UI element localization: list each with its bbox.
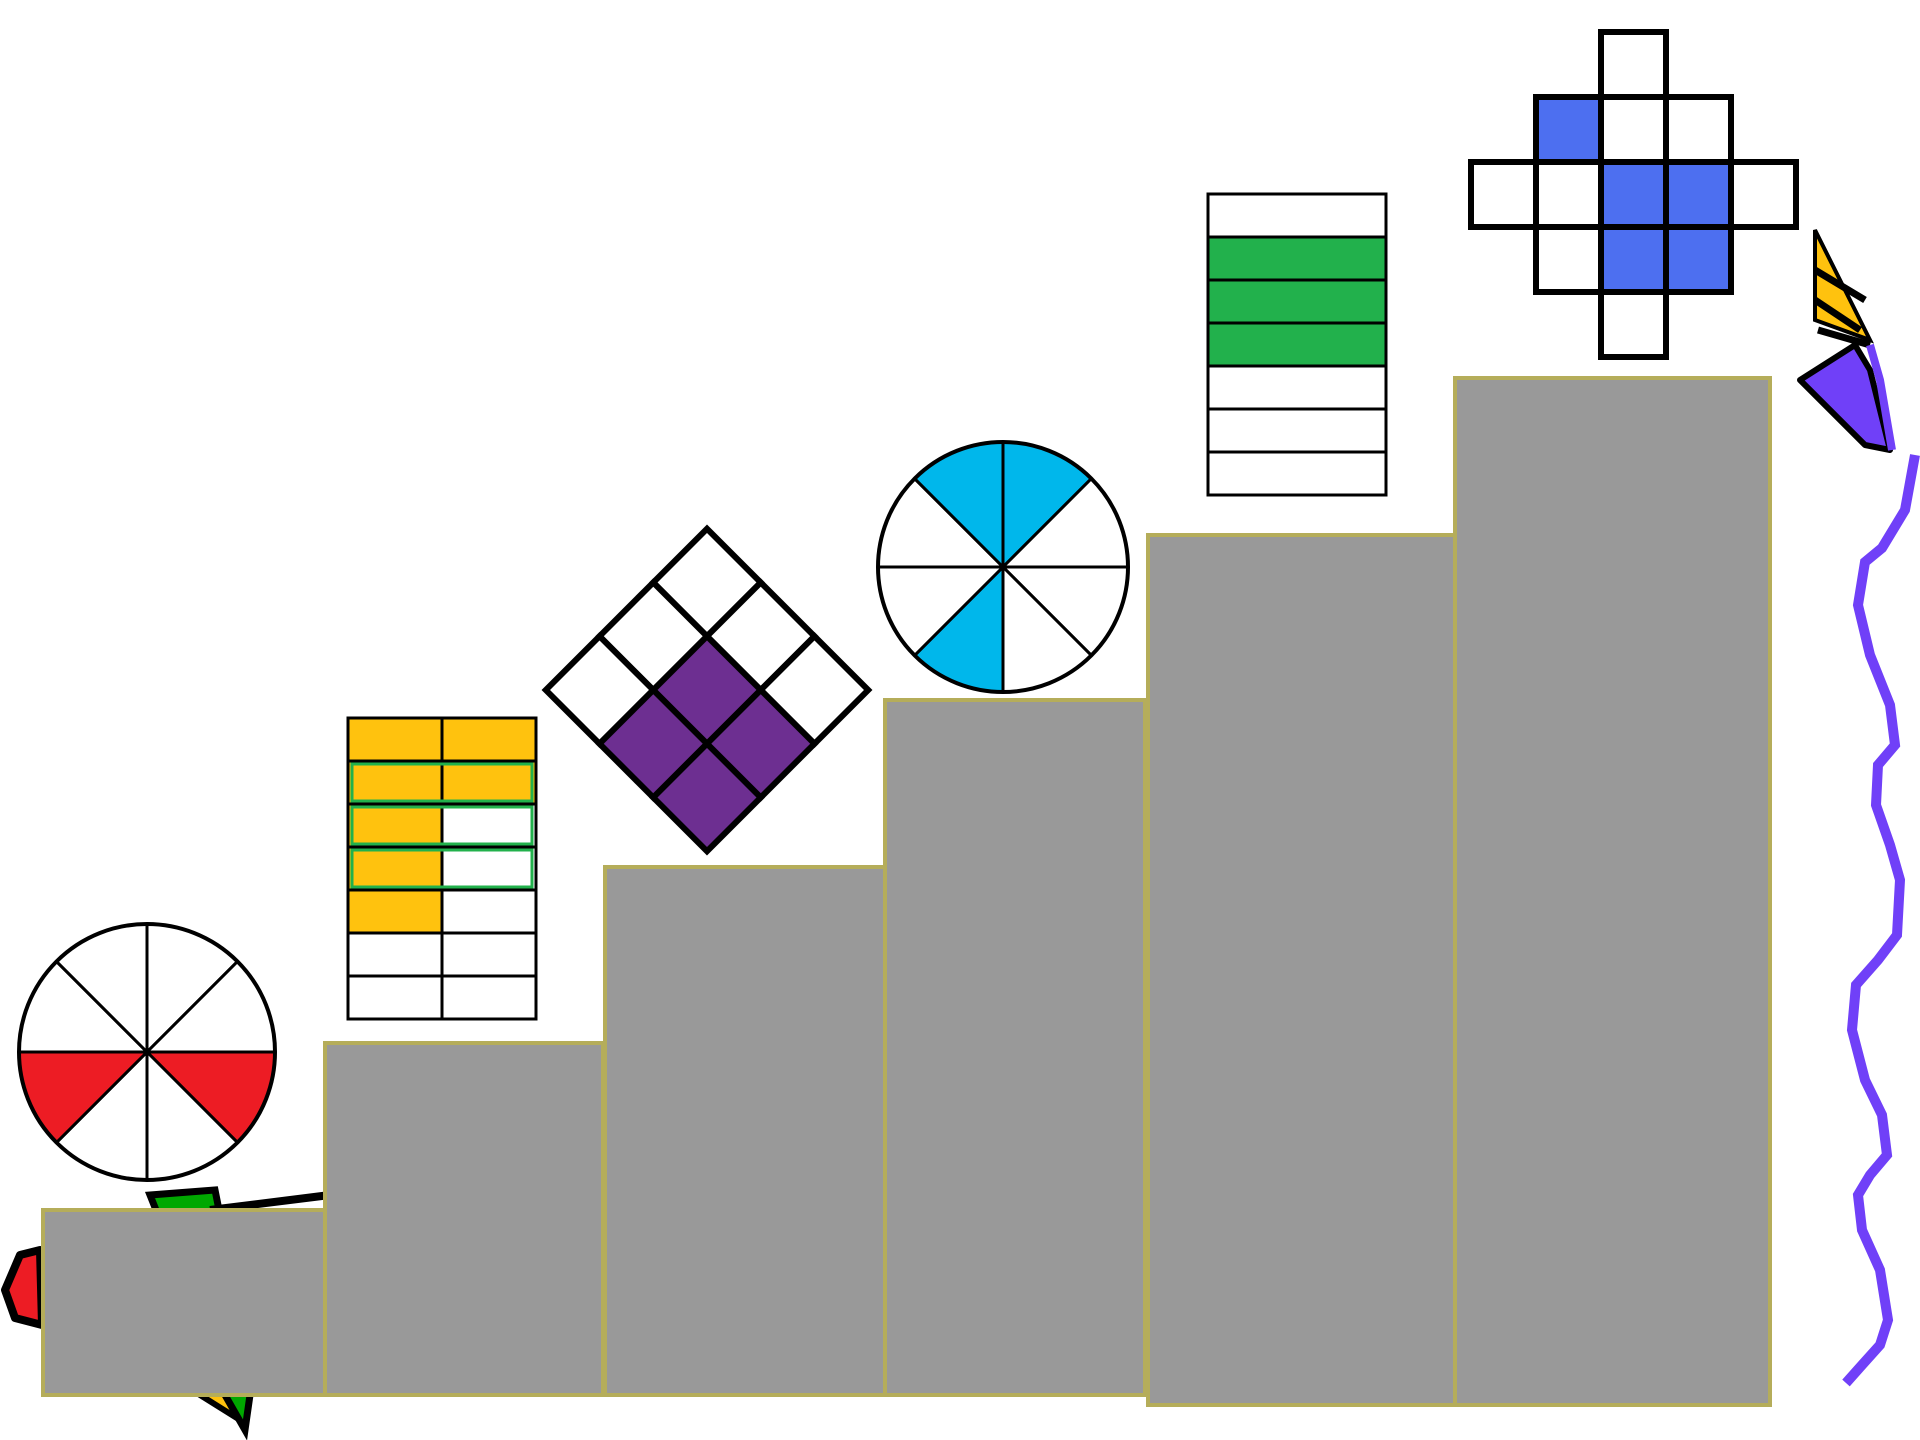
zigzag-line <box>1846 455 1915 1383</box>
blue-cross-grid-cell <box>1601 227 1666 292</box>
step-6 <box>1455 378 1770 1405</box>
blue-cross-grid-cell <box>1601 97 1666 162</box>
blue-cross-grid-cell <box>1601 292 1666 357</box>
blue-cross-grid-cell <box>1666 97 1731 162</box>
yellow-grid-cell <box>348 890 442 933</box>
step-2 <box>325 1043 603 1395</box>
step-3 <box>605 867 887 1395</box>
blue-cross-grid-cell <box>1536 162 1601 227</box>
green-strips-strip <box>1208 452 1386 495</box>
green-strips-strip <box>1208 194 1386 237</box>
yellow-grid-cell <box>442 933 536 976</box>
blue-circle-model <box>878 442 1128 692</box>
yellow-grid-model <box>348 718 536 1019</box>
blue-cross-grid-model <box>1471 32 1796 357</box>
yellow-grid-cell <box>348 718 442 761</box>
right-decoration <box>1800 230 1892 450</box>
yellow-grid-cell <box>442 718 536 761</box>
blue-cross-grid-cell <box>1601 162 1666 227</box>
yellow-grid-cell <box>442 847 536 890</box>
blue-cross-grid-cell <box>1536 97 1601 162</box>
red-circle-model <box>19 924 275 1180</box>
green-strips-strip <box>1208 366 1386 409</box>
yellow-grid-cell <box>442 976 536 1019</box>
yellow-grid-cell <box>348 933 442 976</box>
green-strips-strip <box>1208 280 1386 323</box>
yellow-grid-cell <box>442 804 536 847</box>
blue-cross-grid-cell <box>1536 227 1601 292</box>
green-strips-strip <box>1208 323 1386 366</box>
yellow-grid-cell <box>442 761 536 804</box>
yellow-grid-cell <box>348 976 442 1019</box>
blue-cross-grid-cell <box>1666 227 1731 292</box>
yellow-grid-cell <box>442 890 536 933</box>
purple-diamond-model <box>546 529 868 851</box>
yellow-grid-cell <box>348 804 442 847</box>
blue-cross-grid-cell <box>1731 162 1796 227</box>
green-strips-model <box>1208 194 1386 495</box>
step-1 <box>43 1210 325 1395</box>
blue-cross-grid-cell <box>1601 32 1666 97</box>
yellow-grid-cell <box>348 761 442 804</box>
green-strips-strip <box>1208 237 1386 280</box>
yellow-grid-cell <box>348 847 442 890</box>
blue-cross-grid-cell <box>1666 162 1731 227</box>
green-strips-strip <box>1208 409 1386 452</box>
step-4 <box>885 700 1145 1395</box>
blue-cross-grid-cell <box>1471 162 1536 227</box>
step-5 <box>1148 535 1455 1405</box>
